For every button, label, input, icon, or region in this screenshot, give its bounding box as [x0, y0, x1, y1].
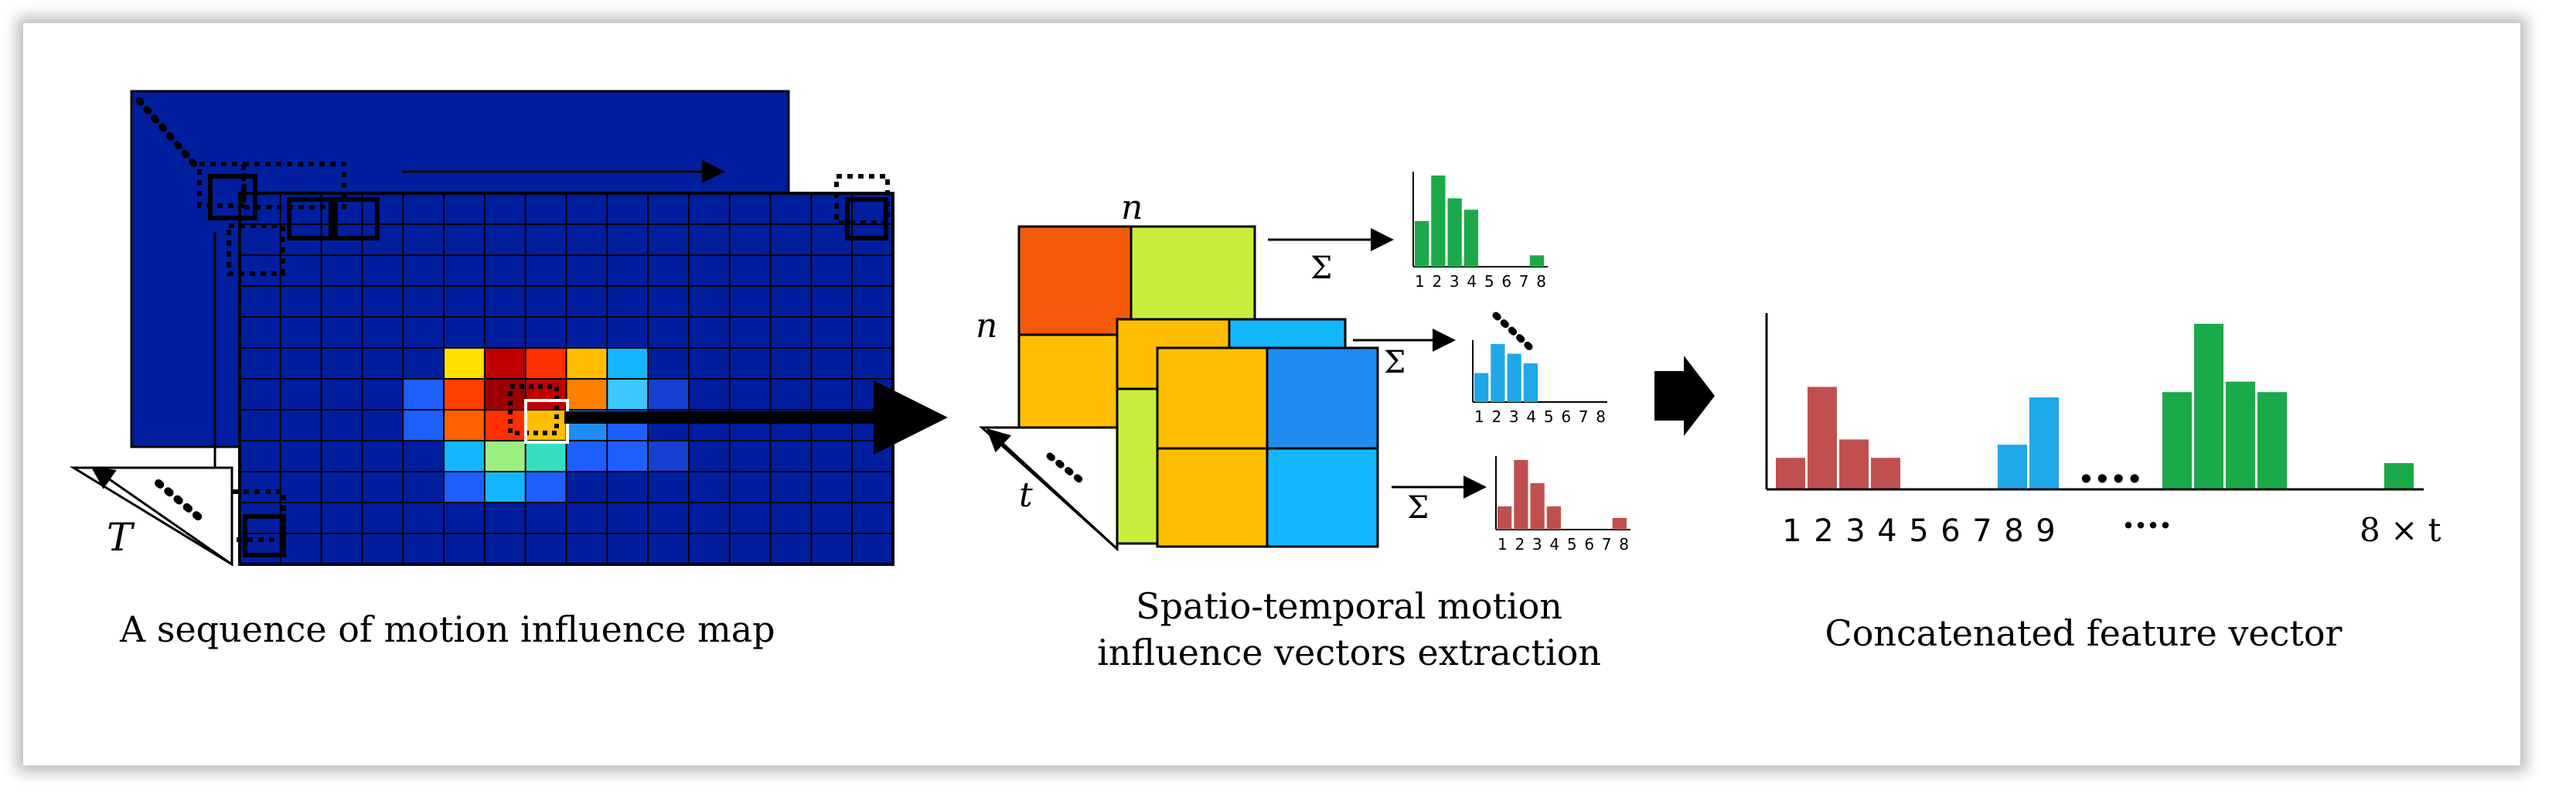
spatio-temporal-blocks: n n t Σ Σ Σ 1 2 3 4 5 6 7 8 1 2 3 4 5 6 …: [976, 172, 1630, 673]
feature-tick-label: 1: [1782, 513, 1801, 549]
feature-bar: [1839, 439, 1869, 489]
hist-bar: [1612, 518, 1627, 530]
block-3: [1156, 346, 1379, 548]
heat-cell: [485, 472, 525, 502]
feature-bars: [1776, 323, 2414, 489]
feature-dots-middle: ····: [2078, 452, 2143, 506]
feature-bar: [1998, 445, 2027, 489]
block-size-label-top: n: [1121, 188, 1143, 227]
time-axis-arrow: [90, 466, 233, 566]
sum-symbol-3: Σ: [1407, 490, 1429, 526]
heat-cell: [526, 441, 566, 471]
hist-tick-labels: 1 2 3 4 5 6 7 8: [1415, 272, 1546, 291]
heat-cell: [445, 349, 484, 378]
heat-cell: [445, 441, 484, 471]
feature-bar: [1808, 387, 1837, 489]
window-diagonal-dots: [135, 97, 203, 174]
heat-cell: [608, 441, 648, 471]
time-label-T: T: [107, 515, 135, 560]
feature-tick-label: 8: [2004, 513, 2023, 549]
hist-bar: [1463, 210, 1478, 267]
concat-arrow: [1654, 356, 1715, 436]
block-size-label-left: n: [976, 306, 997, 346]
motion-influence-map-stack: T A sequence of motion influence map: [69, 90, 948, 650]
hist-bar: [1530, 483, 1545, 530]
hist-bar: [1431, 175, 1446, 267]
feature-bar: [2257, 392, 2287, 489]
feature-bar: [2194, 323, 2223, 489]
heat-cell: [526, 411, 566, 440]
heat-cell: [485, 411, 525, 440]
feature-axis-dots: ····: [2122, 504, 2172, 546]
heat-cell: [567, 380, 607, 409]
histogram-dots: [1492, 312, 1538, 356]
feature-tick-label: 6: [1941, 513, 1960, 549]
caption-left: A sequence of motion influence map: [119, 608, 775, 650]
heat-cell: [567, 441, 607, 471]
feature-bar: [1776, 458, 1805, 489]
hist-bar: [1491, 344, 1505, 402]
heat-cell: [608, 380, 648, 409]
time-dots: [155, 479, 206, 524]
hist-tick-labels: 1 2 3 4 5 6 7 8: [1498, 535, 1629, 554]
histogram-red: 1 2 3 4 5 6 7 8: [1495, 456, 1630, 554]
time-depth-wedge: [69, 466, 233, 567]
feature-axis-end-label: 8 × t: [2360, 511, 2441, 549]
heat-cell: [485, 380, 525, 409]
hist-bar: [1447, 198, 1462, 267]
hist-bar: [1498, 506, 1512, 530]
feature-bar: [2226, 381, 2255, 489]
hist-bar: [1514, 460, 1528, 530]
feature-tick-label: 2: [1814, 513, 1833, 549]
caption-middle-line2: influence vectors extraction: [1097, 632, 1601, 673]
heat-cell: [649, 441, 688, 471]
feature-tick-label: 9: [2036, 513, 2055, 549]
feature-tick-label: 5: [1909, 513, 1928, 549]
hist-bar: [1523, 363, 1538, 402]
feature-tick-label: 7: [1972, 513, 1992, 549]
caption-right: Concatenated feature vector: [1825, 612, 2343, 654]
sliding-windows: [197, 162, 890, 557]
heat-cells: [404, 349, 688, 502]
heat-cell: [485, 349, 525, 378]
hist-tick-labels: 1 2 3 4 5 6 7 8: [1474, 407, 1606, 426]
histogram-blue: 1 2 3 4 5 6 7 8: [1472, 340, 1607, 426]
heat-cell: [526, 380, 566, 409]
heat-cell: [567, 349, 607, 378]
heat-cell: [445, 411, 484, 440]
heat-cell: [445, 380, 484, 409]
heat-cell: [404, 380, 444, 409]
heat-cell: [445, 472, 484, 502]
caption-middle-line1: Spatio-temporal motion: [1136, 585, 1562, 627]
front-map-grid: [240, 193, 893, 564]
feature-bar: [2029, 397, 2059, 489]
block-time-dots: [1046, 452, 1086, 486]
histogram-green: 1 2 3 4 5 6 7 8: [1412, 172, 1548, 291]
feature-tick-label: 4: [1877, 513, 1896, 549]
hist-bar: [1415, 221, 1429, 267]
hist-bar: [1546, 506, 1561, 530]
feature-bar: [2162, 392, 2192, 489]
feature-bar: [2384, 463, 2414, 489]
hist-bar: [1507, 353, 1521, 402]
hist-bar: [1529, 255, 1544, 267]
sum-symbol-2: Σ: [1384, 345, 1406, 380]
block-time-arrow: [986, 428, 1119, 550]
heat-cell: [485, 441, 525, 471]
heat-cell: [526, 349, 566, 378]
feature-bar: [1871, 458, 1900, 489]
block-time-label-t: t: [1019, 475, 1033, 515]
heat-cell: [404, 411, 444, 440]
sum-symbol-1: Σ: [1310, 250, 1332, 286]
feature-tick-label: 3: [1845, 513, 1865, 549]
heat-cell: [649, 380, 688, 409]
heat-cell: [526, 472, 566, 502]
hist-bar: [1474, 373, 1489, 402]
heat-cell: [608, 349, 648, 378]
